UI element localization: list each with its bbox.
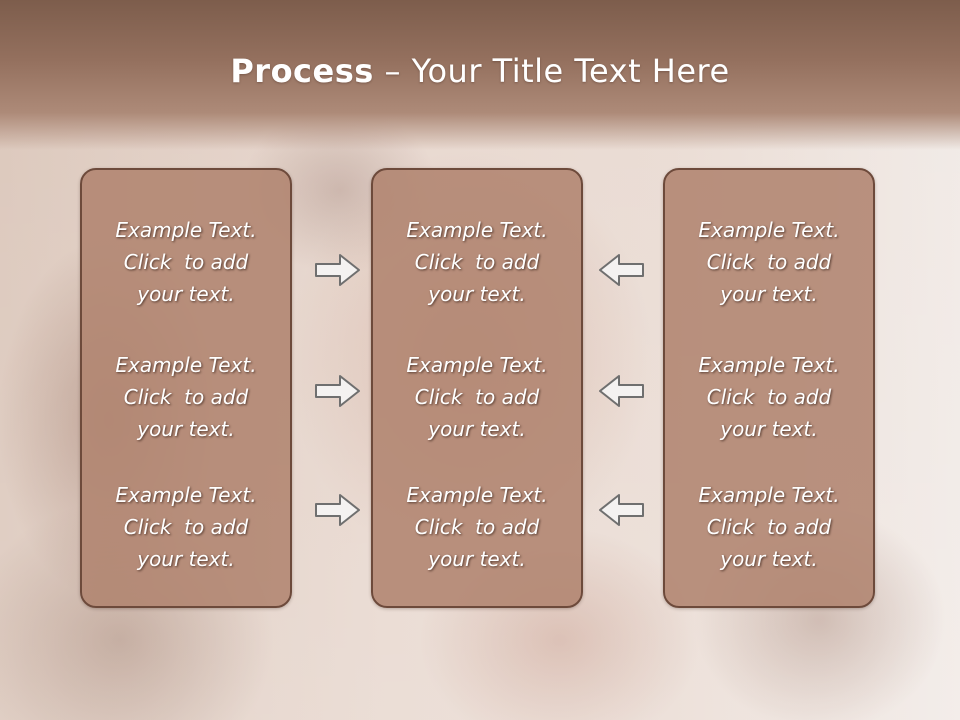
process-box-left[interactable]: Example Text. Click to add your text. Ex… xyxy=(80,168,292,608)
arrow-right-icon[interactable] xyxy=(314,252,362,288)
arrow-right-icon[interactable] xyxy=(314,492,362,528)
text-line: Example Text. xyxy=(698,483,840,507)
text-line: Click to add xyxy=(706,515,832,539)
text-line: Example Text. xyxy=(698,218,840,242)
text-line: Example Text. xyxy=(406,483,548,507)
text-line: your text. xyxy=(720,547,818,571)
text-placeholder[interactable]: Example Text. Click to add your text. xyxy=(82,214,290,310)
text-line: your text. xyxy=(428,417,526,441)
text-placeholder[interactable]: Example Text. Click to add your text. xyxy=(665,479,873,575)
text-placeholder[interactable]: Example Text. Click to add your text. xyxy=(665,214,873,310)
text-line: Click to add xyxy=(706,250,832,274)
text-line: Click to add xyxy=(414,250,540,274)
text-line: Example Text. xyxy=(115,353,257,377)
text-placeholder[interactable]: Example Text. Click to add your text. xyxy=(373,349,581,445)
text-line: Example Text. xyxy=(406,218,548,242)
text-line: your text. xyxy=(720,282,818,306)
title-bar xyxy=(0,0,960,150)
text-line: Click to add xyxy=(123,250,249,274)
text-line: your text. xyxy=(720,417,818,441)
text-line: Click to add xyxy=(414,385,540,409)
text-line: Example Text. xyxy=(406,353,548,377)
arrow-right-icon[interactable] xyxy=(314,373,362,409)
text-placeholder[interactable]: Example Text. Click to add your text. xyxy=(82,479,290,575)
text-placeholder[interactable]: Example Text. Click to add your text. xyxy=(82,349,290,445)
text-line: your text. xyxy=(428,282,526,306)
text-line: Click to add xyxy=(706,385,832,409)
process-box-right[interactable]: Example Text. Click to add your text. Ex… xyxy=(663,168,875,608)
text-line: your text. xyxy=(137,417,235,441)
text-line: your text. xyxy=(137,282,235,306)
arrow-left-icon[interactable] xyxy=(597,492,645,528)
title-rest: – Your Title Text Here xyxy=(373,52,730,90)
title-strong: Process xyxy=(230,52,374,90)
text-placeholder[interactable]: Example Text. Click to add your text. xyxy=(665,349,873,445)
text-line: Example Text. xyxy=(115,483,257,507)
process-box-middle[interactable]: Example Text. Click to add your text. Ex… xyxy=(371,168,583,608)
slide-title[interactable]: Process – Your Title Text Here xyxy=(0,52,960,90)
arrow-left-icon[interactable] xyxy=(597,373,645,409)
text-line: Example Text. xyxy=(698,353,840,377)
text-line: Example Text. xyxy=(115,218,257,242)
text-placeholder[interactable]: Example Text. Click to add your text. xyxy=(373,214,581,310)
text-line: your text. xyxy=(428,547,526,571)
text-line: Click to add xyxy=(414,515,540,539)
text-line: your text. xyxy=(137,547,235,571)
text-line: Click to add xyxy=(123,515,249,539)
text-placeholder[interactable]: Example Text. Click to add your text. xyxy=(373,479,581,575)
arrow-left-icon[interactable] xyxy=(597,252,645,288)
text-line: Click to add xyxy=(123,385,249,409)
